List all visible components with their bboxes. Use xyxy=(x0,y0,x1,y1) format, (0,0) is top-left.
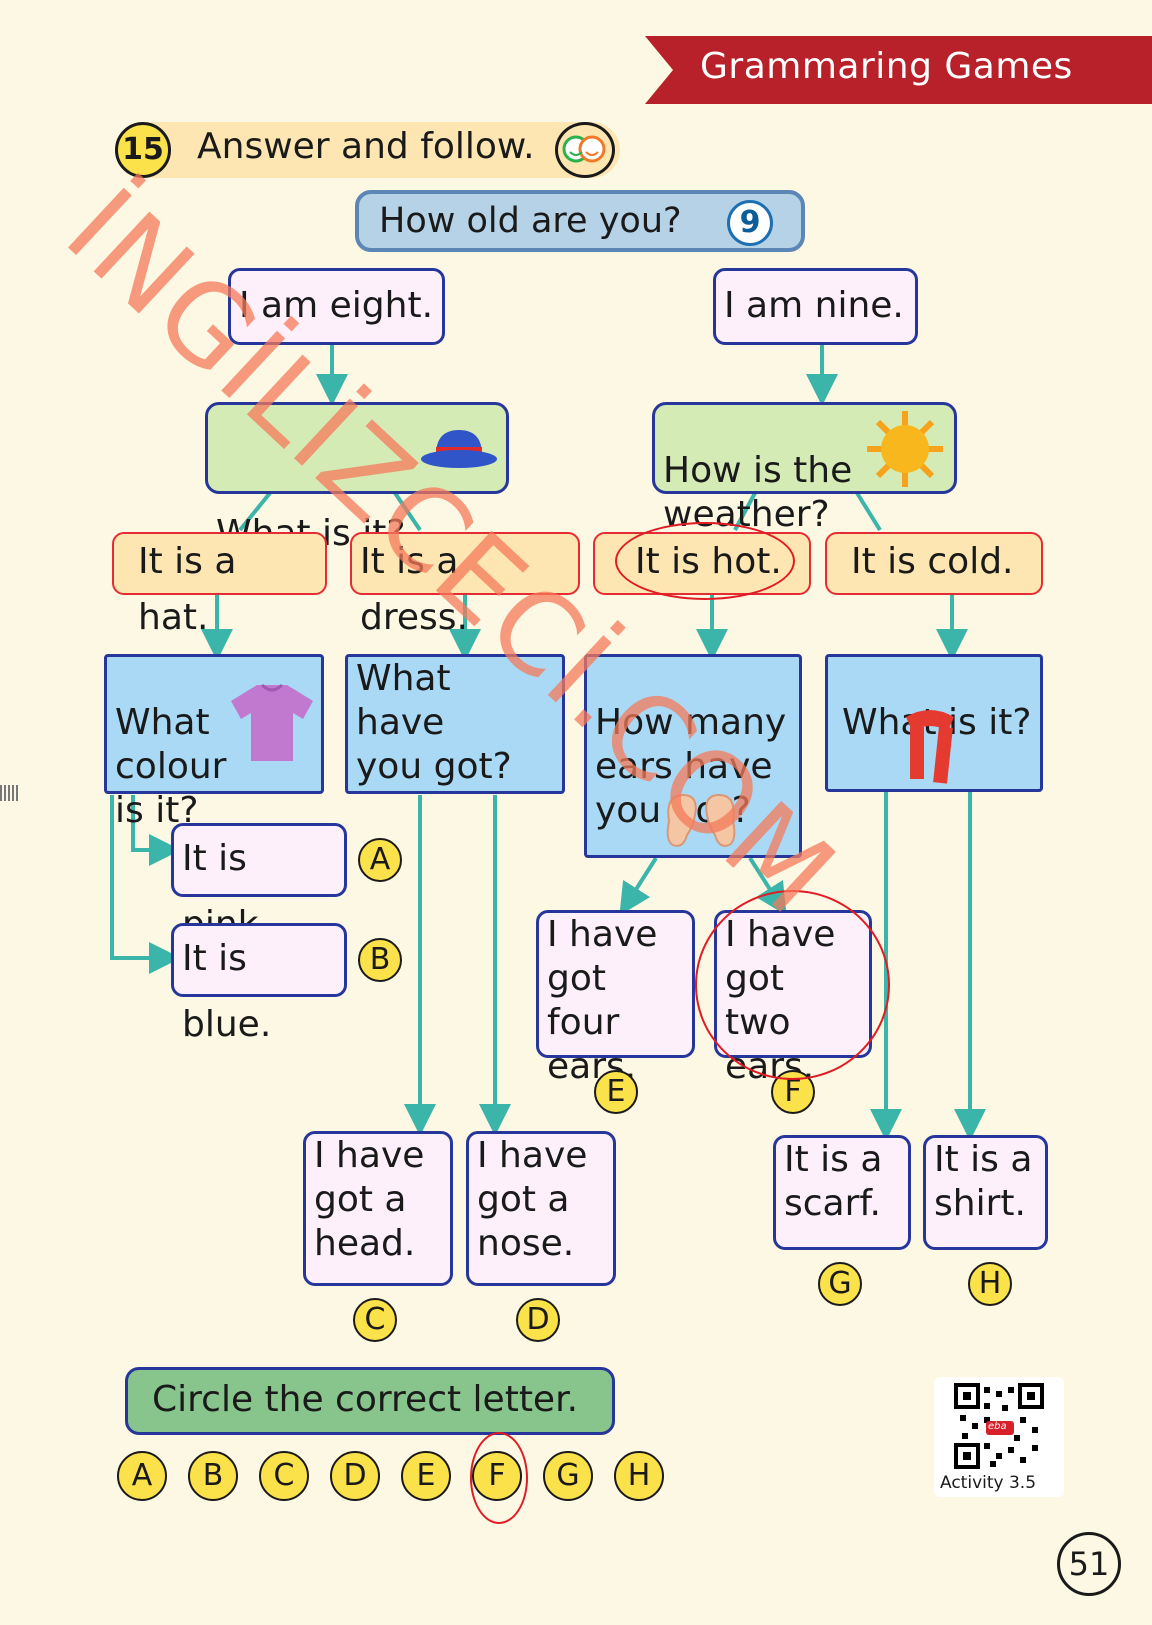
option-hat[interactable]: It is a hat. xyxy=(112,532,327,638)
choice-c[interactable]: C xyxy=(259,1451,309,1501)
sun-icon xyxy=(867,411,943,487)
choice-row: A B C D E F G H xyxy=(117,1451,677,1501)
question-what-have: What have you got? xyxy=(345,654,565,794)
speech-bubbles-icon xyxy=(555,122,615,178)
question-what-colour: What colour is it? xyxy=(104,654,324,831)
question-what-is-it-2: What is it? xyxy=(825,654,1043,792)
activity-number: 15 xyxy=(115,122,171,178)
letter-h: H xyxy=(968,1262,1012,1306)
choice-d[interactable]: D xyxy=(330,1451,380,1501)
option-cold[interactable]: It is cold. xyxy=(825,532,1043,595)
section-banner: Grammaring Games xyxy=(645,36,1152,104)
hot-circle-mark xyxy=(615,522,795,600)
activity-title: Answer and follow. xyxy=(197,126,535,167)
question-how-many-ears-label: How many ears have you got? xyxy=(595,702,787,831)
question-what-is-it: What is it? xyxy=(205,402,509,554)
question-badge: 9 xyxy=(727,200,773,246)
answer-nine[interactable]: I am nine. xyxy=(713,268,918,345)
choice-h[interactable]: H xyxy=(614,1451,664,1501)
question-text: How old are you? xyxy=(379,201,682,241)
activity-header: 15 Answer and follow. xyxy=(115,122,620,178)
qr-code-icon xyxy=(954,1383,1044,1469)
answer-pink[interactable]: It is pink. xyxy=(171,823,347,945)
answer-blue[interactable]: It is blue. xyxy=(171,923,347,1045)
answer-scarf[interactable]: It is a scarf. xyxy=(773,1135,911,1250)
ears-icon xyxy=(666,793,736,847)
tshirt-icon xyxy=(231,683,313,761)
choice-g[interactable]: G xyxy=(543,1451,593,1501)
answer-head[interactable]: I have got a head. xyxy=(303,1131,453,1286)
page-edge-mark xyxy=(0,785,20,801)
page-number: 51 xyxy=(1057,1532,1121,1596)
question-box: How old are you? 9 xyxy=(355,190,805,252)
letter-d: D xyxy=(516,1298,560,1342)
question-what-colour-label: What colour is it? xyxy=(115,702,227,831)
qr-code[interactable]: eba Activity 3.5 xyxy=(934,1377,1064,1497)
answer-nose[interactable]: I have got a nose. xyxy=(466,1131,616,1286)
option-dress[interactable]: It is a dress. xyxy=(350,532,580,638)
letter-b: B xyxy=(358,938,402,982)
answer-four-ears[interactable]: I have got four ears. xyxy=(536,910,695,1087)
instruction-box: Circle the correct letter. xyxy=(125,1367,615,1435)
choice-a[interactable]: A xyxy=(117,1451,167,1501)
banner-title: Grammaring Games xyxy=(700,46,1073,87)
answer-eight[interactable]: I am eight. xyxy=(228,268,445,345)
answer-shirt[interactable]: It is a shirt. xyxy=(923,1135,1048,1250)
letter-a: A xyxy=(358,838,402,882)
choice-b[interactable]: B xyxy=(188,1451,238,1501)
scarf-icon xyxy=(906,710,954,784)
two-ears-circle-mark xyxy=(695,890,890,1080)
letter-c: C xyxy=(353,1298,397,1342)
letter-g: G xyxy=(818,1262,862,1306)
question-weather: How is the weather? xyxy=(652,402,957,535)
question-how-many-ears: How many ears have you got? xyxy=(584,654,802,858)
qr-caption: Activity 3.5 xyxy=(940,1473,1037,1493)
selected-choice-mark xyxy=(470,1432,528,1524)
choice-e[interactable]: E xyxy=(401,1451,451,1501)
hat-icon xyxy=(421,430,497,468)
qr-logo: eba xyxy=(988,1421,1007,1432)
letter-e: E xyxy=(594,1070,638,1114)
